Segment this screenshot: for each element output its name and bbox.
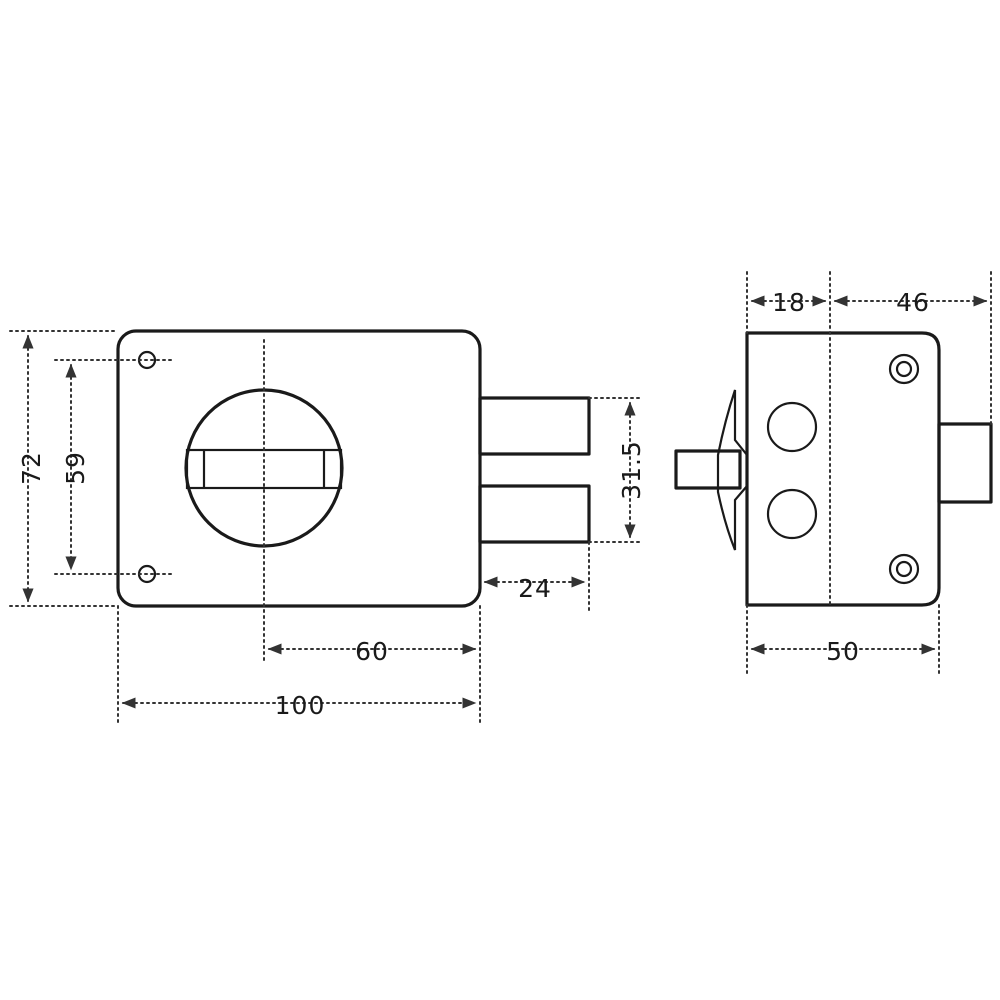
cylinder-spindle <box>674 449 742 490</box>
top-rivet <box>888 353 920 385</box>
lock-case-front <box>116 329 482 608</box>
lower-bolt-end <box>766 488 818 540</box>
dim-body-depth-top-label: 46 <box>896 288 930 317</box>
side-view <box>674 271 993 677</box>
upper-deadbolt <box>478 396 591 456</box>
cylinder-collar <box>716 389 748 551</box>
dim-body-depth-label: 50 <box>826 637 860 666</box>
latch-bolt-side <box>937 422 993 504</box>
front-view <box>9 329 641 723</box>
dim-height-label: 72 <box>17 451 46 485</box>
lower-deadbolt <box>478 484 591 544</box>
dim-bolt-projection-label: 24 <box>518 574 552 603</box>
lock-case-side <box>745 331 941 607</box>
dim-cylinder-projection-label: 18 <box>772 288 806 317</box>
upper-bolt-end <box>766 401 818 453</box>
dim-hole-spacing-label: 59 <box>61 451 90 485</box>
dim-width-label: 100 <box>275 691 326 720</box>
bottom-rivet <box>888 553 920 585</box>
dim-bolt-span-label: 31.5 <box>617 440 646 500</box>
dim-cylinder-offset-label: 60 <box>355 637 389 666</box>
